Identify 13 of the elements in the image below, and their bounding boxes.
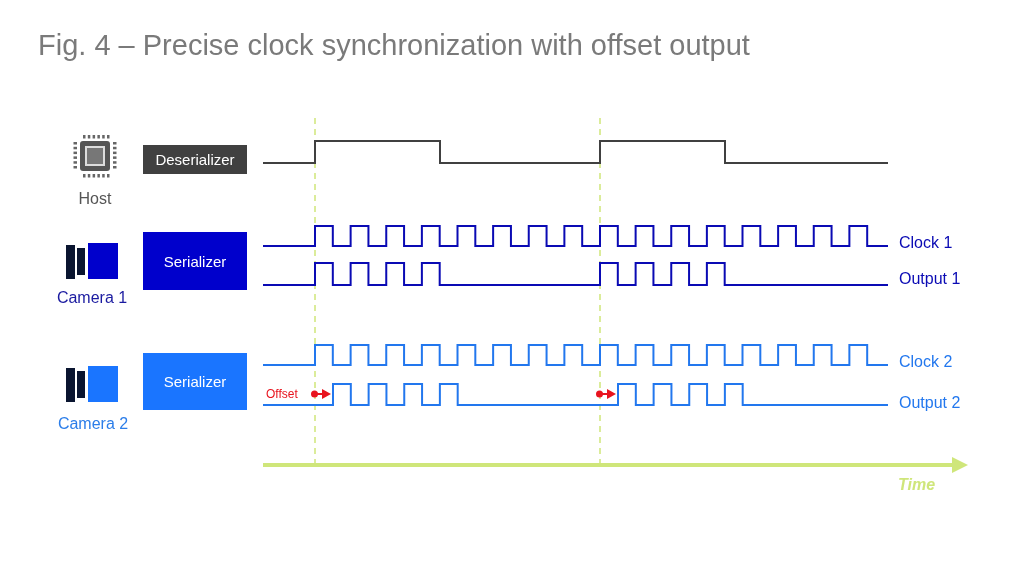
figure-title: Fig. 4 – Precise clock synchronization with offset output	[38, 31, 750, 60]
device-label: Host	[77, 191, 113, 207]
device-label: Camera 2	[56, 416, 130, 432]
signal-label: Clock 2	[899, 354, 953, 370]
serializer-box: Serializer	[143, 353, 247, 410]
axis-label: Time	[898, 477, 936, 493]
signal-label: Output 1	[899, 271, 961, 287]
signal-label: Output 2	[899, 395, 961, 411]
deserializer-box: Deserializer	[143, 145, 247, 174]
device-label: Camera 1	[55, 290, 129, 306]
signal-label: Clock 1	[899, 235, 953, 251]
serializer-box: Serializer	[143, 232, 247, 290]
offset-label: Offset	[266, 388, 298, 400]
